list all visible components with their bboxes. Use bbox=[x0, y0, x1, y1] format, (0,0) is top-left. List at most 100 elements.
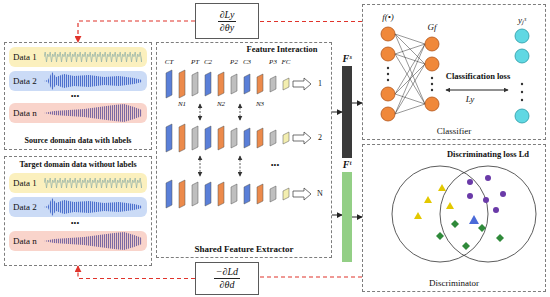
label-holder: ••• bbox=[71, 93, 79, 102]
annotation-label: Classification loss bbox=[446, 72, 510, 81]
node-text: Shared Feature Extractor bbox=[194, 244, 293, 254]
neuron-links bbox=[395, 64, 425, 114]
ellipsis-dots bbox=[431, 83, 433, 85]
neurons bbox=[425, 57, 439, 71]
cnn-branches bbox=[166, 70, 311, 98]
flow-arrow bbox=[352, 103, 362, 104]
source-points bbox=[467, 179, 473, 185]
feature-bar: Fᵗ bbox=[342, 172, 352, 262]
annotation-label: ••• bbox=[271, 162, 279, 171]
label-holder: N2 bbox=[217, 101, 225, 109]
cnn-branches bbox=[166, 124, 311, 152]
ellipsis-dots bbox=[431, 89, 433, 91]
blue-point bbox=[469, 215, 479, 224]
yellow-points bbox=[414, 184, 454, 219]
neuron-links bbox=[395, 34, 425, 64]
layer-label: CT bbox=[165, 59, 174, 67]
layer-label: N2 bbox=[217, 101, 225, 109]
loss-arrow bbox=[446, 90, 508, 91]
node-text: −∂Ld bbox=[214, 266, 240, 279]
flow-arrow bbox=[352, 217, 362, 218]
interaction-arrows bbox=[240, 104, 241, 120]
source-points bbox=[500, 191, 506, 197]
output-neurons bbox=[515, 49, 529, 63]
neuron-links bbox=[395, 104, 425, 114]
node-text: Fᵗ bbox=[343, 159, 352, 170]
data-sample: Data 2 bbox=[9, 197, 147, 217]
annotation-label: Feature Interaction bbox=[247, 45, 318, 54]
node-text: Data n bbox=[13, 236, 37, 247]
data-sample: Data n bbox=[9, 231, 147, 251]
neuron-links bbox=[395, 44, 425, 54]
label-holder: 1 bbox=[318, 80, 322, 89]
layer-label: P2 bbox=[230, 59, 238, 67]
source-points bbox=[467, 175, 506, 213]
label-holder: Feature Interaction bbox=[247, 45, 318, 54]
yellow-points bbox=[446, 202, 454, 209]
label-holder: N1 bbox=[178, 101, 186, 109]
data-sample: Data 1 bbox=[9, 173, 147, 193]
ellipsis-dots bbox=[387, 67, 523, 101]
feature-extractor-box: Shared Feature Extractor bbox=[156, 42, 332, 258]
gradient-box: −∂Ld∂θd bbox=[195, 262, 259, 295]
source-points bbox=[493, 207, 499, 213]
label-holder: PT bbox=[191, 59, 199, 67]
node-text: Source domain data with labels bbox=[25, 136, 132, 146]
ellipsis-dots bbox=[521, 83, 523, 85]
annotation-label: N bbox=[317, 190, 323, 199]
cnn-branches bbox=[166, 70, 311, 208]
source-points bbox=[485, 175, 491, 181]
ellipsis-dots bbox=[521, 91, 523, 93]
label-holder: Ly bbox=[466, 95, 475, 105]
output-neurons bbox=[515, 29, 529, 123]
gradient-arrow bbox=[259, 276, 362, 277]
flow-arrow bbox=[332, 215, 342, 216]
target-domain-box: Target domain data without labelsData 1 D… bbox=[4, 156, 152, 266]
neurons bbox=[425, 37, 439, 51]
ellipsis-dots bbox=[521, 99, 523, 101]
target-points bbox=[436, 232, 444, 240]
label-holder: ••• bbox=[271, 162, 279, 171]
gradient-arrow bbox=[78, 266, 195, 279]
neurons bbox=[425, 97, 439, 111]
neurons bbox=[381, 27, 439, 121]
node-text: Target domain data without labels bbox=[19, 160, 136, 170]
label-holder: Discriminating loss Ld bbox=[447, 150, 529, 159]
yellow-points bbox=[438, 184, 446, 191]
layer-label: C3 bbox=[243, 59, 251, 67]
target-points bbox=[496, 234, 504, 242]
neurons bbox=[381, 27, 395, 41]
label-holder: C3 bbox=[243, 59, 251, 67]
neuron-links bbox=[395, 44, 425, 114]
label-holder: N3 bbox=[256, 101, 264, 109]
layer-label: C2 bbox=[204, 59, 212, 67]
label-holder: Classification loss bbox=[446, 72, 510, 81]
output-neurons bbox=[515, 29, 529, 43]
data-sample: Data 2 bbox=[9, 71, 147, 91]
feature-bar: Fˢ bbox=[342, 66, 352, 158]
output-neurons bbox=[515, 109, 529, 123]
annotation-label: f(•) bbox=[382, 13, 394, 23]
node-text: Data 1 bbox=[13, 178, 37, 189]
layer-label: PT bbox=[191, 59, 199, 67]
interaction-arrows bbox=[240, 156, 241, 176]
neurons bbox=[381, 87, 395, 101]
node-text: Classifier bbox=[437, 126, 472, 136]
interaction-arrows bbox=[200, 104, 240, 176]
target-points bbox=[436, 220, 504, 250]
node-text: ∂θy bbox=[218, 22, 236, 34]
cnn-branches bbox=[166, 180, 311, 208]
layer-label: N3 bbox=[256, 101, 264, 109]
domain-circles bbox=[440, 166, 536, 262]
ellipsis-dots bbox=[387, 67, 389, 69]
node-text: Fˢ bbox=[342, 53, 351, 64]
neuron-links bbox=[395, 54, 425, 64]
discriminator-box: Discriminator bbox=[362, 144, 546, 292]
node-text: Data 1 bbox=[13, 52, 37, 63]
annotation-label: Ly bbox=[466, 95, 475, 105]
ellipsis-dots bbox=[387, 79, 389, 81]
node-text: Discriminator bbox=[429, 278, 479, 288]
yellow-points bbox=[424, 196, 432, 203]
annotation-label: Discriminating loss Ld bbox=[447, 150, 529, 159]
